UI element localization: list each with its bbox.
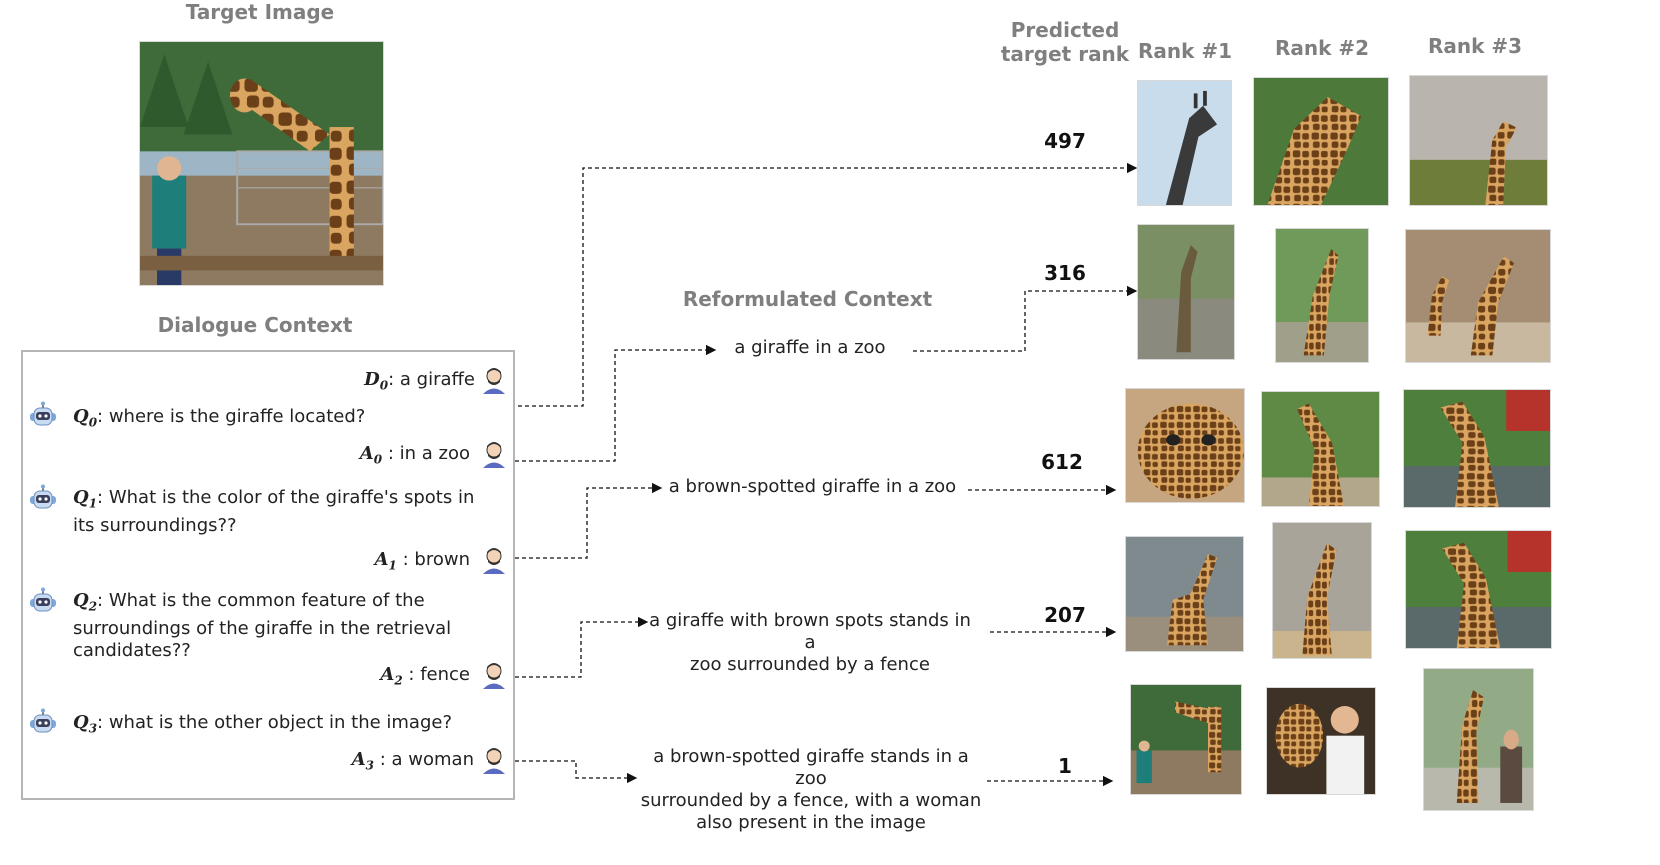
user-avatar-icon	[483, 663, 505, 689]
predicted-rank-heading-line1: Predicted	[1010, 18, 1120, 42]
result-row1-rank1-photo	[1137, 80, 1232, 206]
rank-value-1: 497	[1044, 129, 1086, 153]
d0-text: : a giraffe	[388, 369, 475, 390]
result-row1-rank3-photo	[1409, 75, 1548, 206]
reformulated-context-3-line2: zoo surrounded by a fence	[690, 654, 930, 675]
arrow-a3-to-context4	[515, 760, 638, 784]
a3-var: A3	[351, 749, 375, 773]
reformulated-context-1: a giraffe in a zoo	[734, 337, 886, 358]
rank-value-5: 1	[1058, 754, 1072, 778]
reformulated-context-heading: Reformulated Context	[682, 287, 933, 311]
result-row5-rank2-photo	[1266, 687, 1376, 795]
a1-text: : brown	[396, 549, 470, 570]
result-row3-rank3-photo	[1403, 389, 1551, 508]
q1-text-line2: its surroundings??	[73, 514, 237, 536]
robot-avatar-icon	[30, 708, 56, 733]
arrow-d0-to-rank-row1	[518, 162, 1138, 407]
q2-text-line2: surroundings of the giraffe in the retri…	[73, 617, 452, 639]
dialogue-a2: A2 : fence	[300, 664, 470, 692]
result-row2-rank2-photo	[1275, 228, 1369, 363]
dialogue-context-box	[21, 350, 515, 800]
reformulated-context-3: a giraffe with brown spots stands in a z…	[645, 610, 975, 676]
dialogue-a3: A3 : a woman	[300, 749, 474, 777]
a3-text: : a woman	[374, 749, 474, 770]
result-row5-rank3-photo	[1423, 668, 1534, 811]
rank-value-3: 612	[1041, 450, 1083, 474]
user-avatar-icon	[483, 368, 505, 394]
result-row4-rank2-photo	[1272, 522, 1372, 659]
arrow-a0-to-context1	[515, 344, 717, 462]
a2-var: A2	[380, 664, 403, 688]
reformulated-context-4: a brown-spotted giraffe stands in a zoo …	[640, 746, 982, 834]
rank1-heading: Rank #1	[1137, 39, 1233, 63]
rank-value-4: 207	[1044, 603, 1086, 627]
robot-avatar-icon	[30, 401, 56, 426]
robot-avatar-icon	[30, 587, 56, 612]
q0-var: Q0	[73, 406, 98, 430]
q3-text: : what is the other object in the image?	[97, 712, 453, 733]
dialogue-q3: Q3: what is the other object in the imag…	[73, 712, 493, 740]
result-row3-rank1-photo	[1125, 388, 1245, 503]
user-avatar-icon	[483, 748, 505, 774]
result-row2-rank3-photo	[1405, 229, 1551, 363]
rank3-heading: Rank #3	[1427, 34, 1523, 58]
result-row5-rank1-photo	[1130, 684, 1242, 795]
predicted-rank-heading-line2: target rank	[1000, 42, 1130, 66]
dialogue-a0: A0 : in a zoo	[300, 443, 470, 471]
q1-text: : What is the color of the giraffe's spo…	[97, 487, 475, 508]
a0-var: A0	[359, 443, 383, 467]
q2-text: : What is the common feature of the	[97, 590, 425, 611]
q3-var: Q3	[73, 712, 98, 736]
dialogue-context-heading: Dialogue Context	[157, 313, 353, 337]
reformulated-context-2: a brown-spotted giraffe in a zoo	[668, 476, 957, 497]
target-image-heading: Target Image	[185, 0, 335, 24]
q2-text-line3: candidates??	[73, 639, 191, 661]
rank-value-2: 316	[1044, 261, 1086, 285]
reformulated-context-4-line3: also present in the image	[696, 812, 926, 833]
target-image-photo	[139, 41, 384, 286]
rank2-heading: Rank #2	[1274, 36, 1370, 60]
dialogue-a1: A1 : brown	[300, 549, 470, 577]
robot-avatar-icon	[30, 484, 56, 509]
user-avatar-icon	[483, 548, 505, 574]
reformulated-context-4-line2: surrounded by a fence, with a woman	[640, 790, 982, 811]
dialogue-d0: D0: a giraffe	[300, 369, 475, 397]
dialogue-q2: Q2: What is the common feature of the su…	[73, 590, 493, 662]
dialogue-q0: Q0: where is the giraffe located?	[73, 406, 473, 434]
result-row3-rank2-photo	[1261, 391, 1380, 507]
result-row4-rank1-photo	[1125, 536, 1244, 652]
dialogue-q1: Q1: What is the color of the giraffe's s…	[73, 487, 493, 537]
a0-text: : in a zoo	[382, 443, 470, 464]
d0-var: D0	[364, 369, 389, 393]
q2-var: Q2	[73, 590, 98, 614]
user-avatar-icon	[483, 442, 505, 468]
predicted-rank-heading: Predicted target rank	[995, 18, 1135, 66]
reformulated-context-4-line1: a brown-spotted giraffe stands in a zoo	[653, 746, 969, 789]
result-row2-rank1-photo	[1137, 224, 1235, 360]
result-row4-rank3-photo	[1405, 530, 1552, 649]
a1-var: A1	[374, 549, 397, 573]
q1-var: Q1	[73, 487, 98, 511]
reformulated-context-3-line1: a giraffe with brown spots stands in a	[649, 610, 971, 653]
arrow-a2-to-context3	[515, 616, 649, 678]
result-row1-rank2-photo	[1253, 77, 1389, 206]
arrow-a1-to-context2	[515, 482, 663, 559]
q0-text: : where is the giraffe located?	[97, 406, 366, 427]
a2-text: : fence	[402, 664, 470, 685]
arrow-context1-to-rank-row2	[913, 285, 1138, 352]
